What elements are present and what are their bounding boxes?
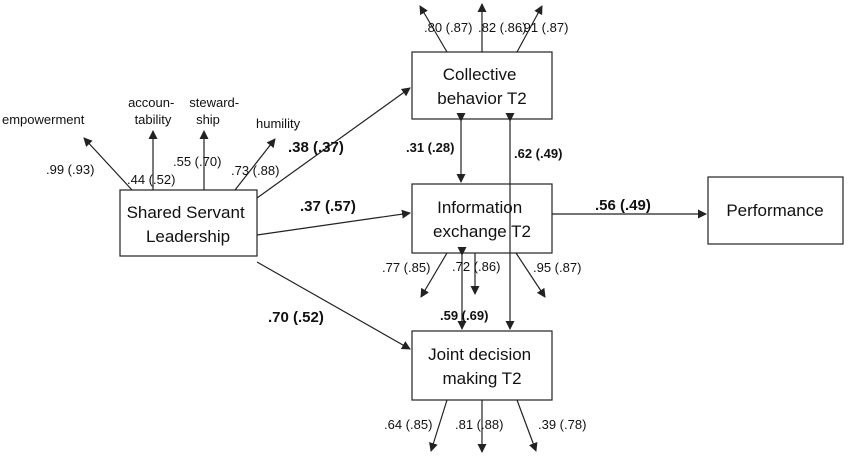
loading-humility: .73 (.88) — [231, 163, 279, 178]
indicator-label-accountability: accoun- tability — [128, 95, 178, 127]
node-joint-decision-making: Joint decision making T2 — [411, 330, 553, 401]
path-coef-collective-joint: .62 (.49) — [514, 146, 562, 161]
info-label-line-2: exchange T2 — [433, 222, 531, 241]
collective-label-line-2: behavior T2 — [437, 89, 526, 108]
svg-text:Collective behavior T2: Collective behavior T2 — [437, 65, 526, 108]
loading-collective-1: .80 (.87) — [424, 20, 472, 35]
path-arrow-ssl-collective — [256, 87, 411, 199]
indicator-arrow-collective-1 — [419, 5, 448, 53]
indicator-arrow-info-1 — [420, 252, 448, 298]
performance-label: Performance — [726, 201, 823, 220]
loading-joint-3: .39 (.78) — [538, 417, 586, 432]
node-shared-servant-leadership: Shared Servant Leadership — [119, 189, 258, 257]
loading-info-3: .95 (.87) — [533, 260, 581, 275]
info-label-line-1: Information — [437, 198, 522, 217]
svg-text:Shared Servant Leadershi: Shared Servant Leadership — [127, 203, 250, 246]
ssl-label-line-2: Leadership — [146, 227, 230, 246]
loading-info-1: .77 (.85) — [382, 260, 430, 275]
loading-joint-1: .64 (.85) — [384, 417, 432, 432]
path-coef-info-performance: .56 (.49) — [595, 197, 651, 214]
node-information-exchange: Information exchange T2 — [411, 183, 553, 254]
joint-label-line-1: Joint decision — [428, 345, 531, 364]
indicator-arrow-info-3 — [515, 252, 546, 298]
svg-text:Joint decision making T2: Joint decision making T2 — [428, 345, 536, 388]
collective-label-line-1: Collective — [443, 65, 517, 84]
indicator-arrow-empowerment — [83, 137, 133, 191]
loading-stewardship: .55 (.70) — [173, 154, 221, 169]
joint-label-line-2: making T2 — [442, 369, 521, 388]
loading-collective-2: .82 (.86) — [478, 20, 526, 35]
indicator-arrow-joint-3 — [516, 399, 538, 452]
loading-accountability: .44 (.52) — [127, 172, 175, 187]
loading-empowerment: .99 (.93) — [46, 162, 94, 177]
path-coef-ssl-collective: .38 (.37) — [288, 139, 344, 156]
node-collective-behavior: Collective behavior T2 — [411, 51, 553, 120]
loading-collective-3: .91 (.87) — [520, 20, 568, 35]
indicator-label-humility: humility — [256, 116, 301, 131]
path-arrow-ssl-info — [256, 209, 411, 236]
node-performance: Performance — [707, 176, 844, 245]
path-coef-info-joint: .59 (.69) — [440, 308, 488, 323]
svg-text:Performance: Performance — [726, 201, 823, 220]
loading-info-2: .72 (.86) — [452, 259, 500, 274]
indicator-arrow-collective-3 — [516, 5, 543, 53]
indicator-label-stewardship: steward- ship — [189, 95, 242, 127]
ssl-label-line-1: Shared Servant — [127, 203, 245, 222]
loading-joint-2: .81 (.88) — [455, 417, 503, 432]
path-arrow-ssl-joint — [256, 261, 411, 350]
path-coef-ssl-info: .37 (.57) — [300, 198, 356, 215]
indicator-label-empowerment: empowerment — [2, 112, 85, 127]
path-coef-ssl-joint: .70 (.52) — [268, 309, 324, 326]
indicator-arrow-joint-1 — [429, 399, 448, 452]
path-coef-collective-info: .31 (.28) — [406, 140, 454, 155]
indicator-arrow-humility — [234, 138, 276, 191]
